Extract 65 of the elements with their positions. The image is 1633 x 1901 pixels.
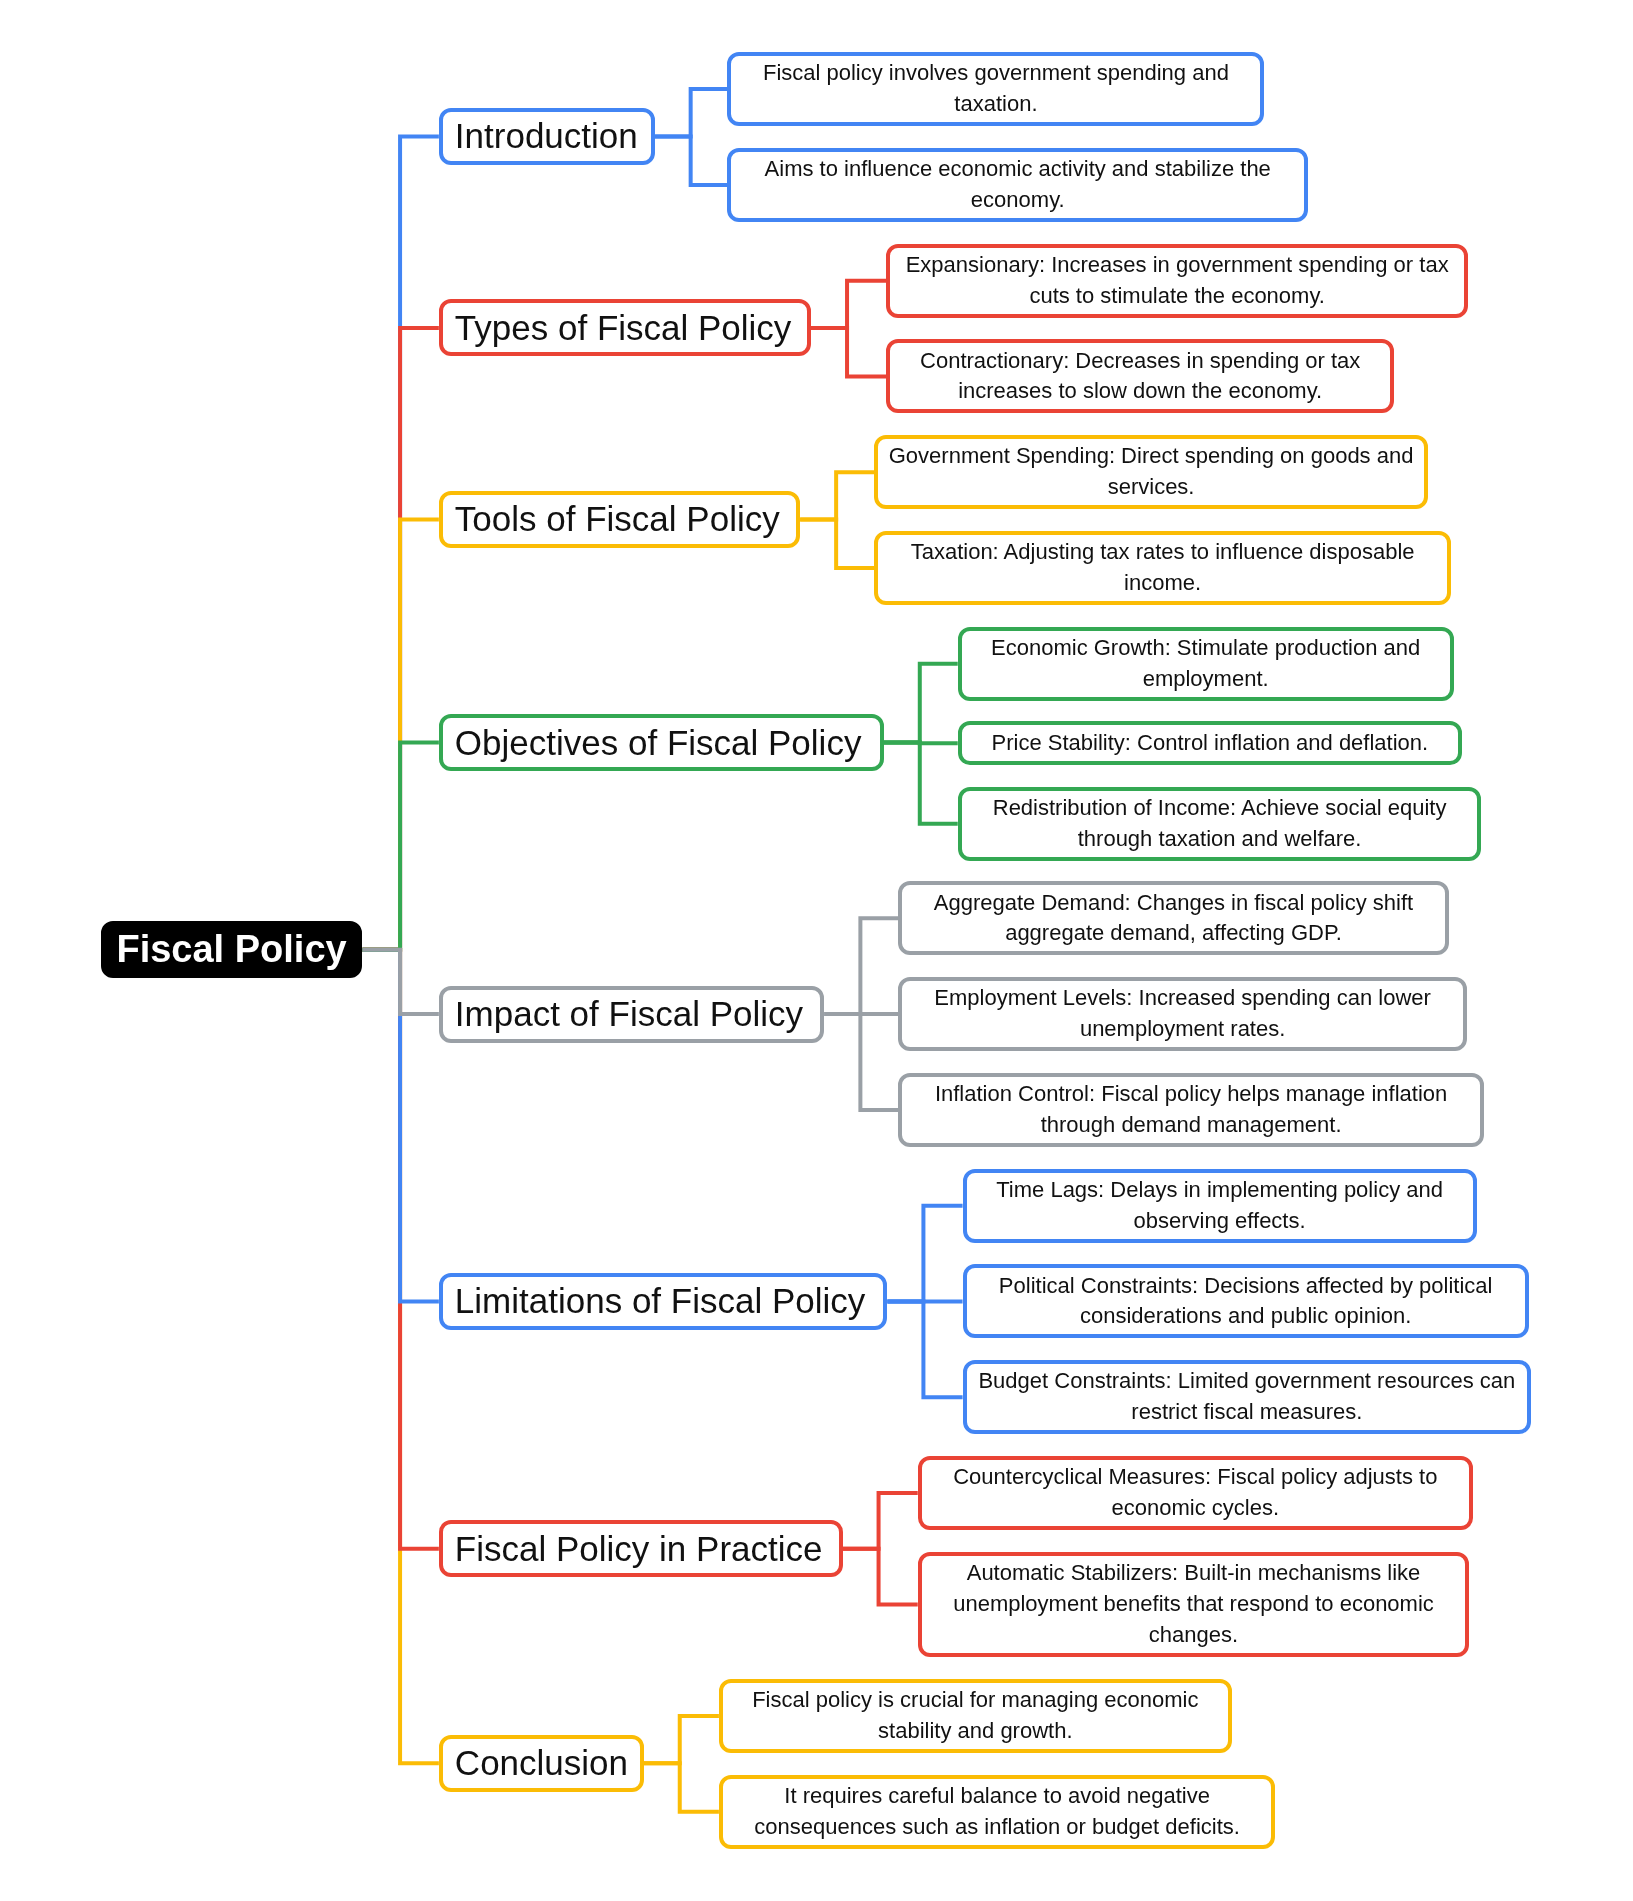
subtopic-text: Automatic Stabilizers: Built-in mechanisms like unemployment benefits that respond to economic changes. — [952, 1559, 1435, 1649]
subtopic-text: Time Lags: Delays in implementing policy and observing effects. — [995, 1175, 1444, 1235]
subtopic-text: Government Spending: Direct spending on goods and services. — [888, 442, 1415, 502]
connector-line — [883, 740, 958, 746]
topic-box — [438, 491, 801, 548]
topic-box — [438, 299, 812, 357]
connector-line — [362, 947, 439, 1017]
topic-box — [438, 1734, 644, 1792]
topic-label: Objectives of Fiscal Policy — [454, 722, 862, 763]
topic-box — [438, 107, 655, 165]
subtopic-box — [874, 435, 1429, 510]
root-topic-label: Fiscal Policy — [116, 928, 347, 972]
connector-line — [824, 1012, 899, 1017]
subtopic-box — [727, 52, 1265, 127]
topic-label: Tools of Fiscal Policy — [454, 499, 780, 540]
subtopic-text: Political Constraints: Decisions affected by political considerations and public opinion. — [997, 1271, 1494, 1331]
subtopic-box — [957, 786, 1482, 861]
subtopic-text: Contractionary: Decreases in spending or tax increases to slow down the economy. — [919, 346, 1362, 406]
topic-label: Fiscal Policy in Practice — [454, 1528, 823, 1569]
subtopic-box — [962, 1360, 1532, 1435]
subtopic-text: Aims to influence economic activity and stabilize the economy. — [763, 155, 1272, 214]
connector-line — [842, 1491, 918, 1551]
connector-line — [643, 1714, 719, 1766]
topic-label: Conclusion — [454, 1743, 628, 1784]
connector-line — [654, 87, 728, 139]
subtopic-text: Redistribution of Income: Achieve social equity through taxation and welfare. — [991, 793, 1448, 853]
subtopic-box — [886, 243, 1469, 318]
topic-label: Impact of Fiscal Policy — [454, 994, 803, 1035]
connector-line — [887, 1299, 963, 1304]
subtopic-box — [898, 881, 1449, 956]
subtopic-box — [718, 1774, 1276, 1849]
subtopic-text: Economic Growth: Stimulate production and employment. — [990, 633, 1422, 693]
subtopic-text: Price Stability: Control inflation and deflation. — [991, 728, 1429, 757]
subtopic-text: Countercyclical Measures: Fiscal policy adjusts to economic cycles. — [952, 1463, 1439, 1522]
subtopic-box — [962, 1264, 1529, 1339]
root-topic-box — [100, 921, 363, 979]
topic-box — [438, 985, 825, 1043]
topic-label: Types of Fiscal Policy — [454, 307, 792, 348]
subtopic-text: Expansionary: Increases in government spending or tax cuts to stimulate the economy. — [904, 250, 1450, 310]
topic-label: Introduction — [454, 116, 638, 157]
subtopic-text: It requires careful balance to avoid negative consequences such as inflation or budget deficits. — [753, 1782, 1241, 1841]
connector-line — [800, 470, 875, 522]
subtopic-box — [886, 339, 1395, 414]
subtopic-text: Inflation Control: Fiscal policy helps manage inflation through demand management. — [933, 1080, 1449, 1139]
subtopic-box — [957, 721, 1463, 765]
topic-label: Limitations of Fiscal Policy — [454, 1281, 866, 1322]
subtopic-text: Budget Constraints: Limited government resources can restrict fiscal measures. — [977, 1367, 1517, 1427]
connector-line — [811, 278, 887, 330]
subtopic-box — [917, 1551, 1470, 1658]
subtopic-box — [898, 977, 1467, 1052]
subtopic-text: Fiscal policy is crucial for managing economic stability and growth. — [751, 1686, 1200, 1746]
subtopic-text: Taxation: Adjusting tax rates to influence disposable income. — [909, 538, 1416, 597]
subtopic-box — [718, 1679, 1232, 1753]
subtopic-box — [727, 147, 1309, 222]
subtopic-text: Fiscal policy involves government spending and taxation. — [761, 59, 1230, 119]
subtopic-box — [957, 626, 1454, 701]
subtopic-box — [874, 531, 1452, 605]
subtopic-text: Employment Levels: Increased spending can lower unemployment rates. — [933, 984, 1432, 1044]
topic-box — [438, 1272, 888, 1330]
subtopic-box — [917, 1456, 1473, 1530]
subtopic-box — [898, 1072, 1484, 1147]
subtopic-text: Aggregate Demand: Changes in fiscal policy shift aggregate demand, affecting GDP. — [932, 888, 1415, 948]
topic-box — [438, 714, 884, 771]
subtopic-box — [962, 1168, 1477, 1243]
topic-box — [438, 1520, 843, 1578]
